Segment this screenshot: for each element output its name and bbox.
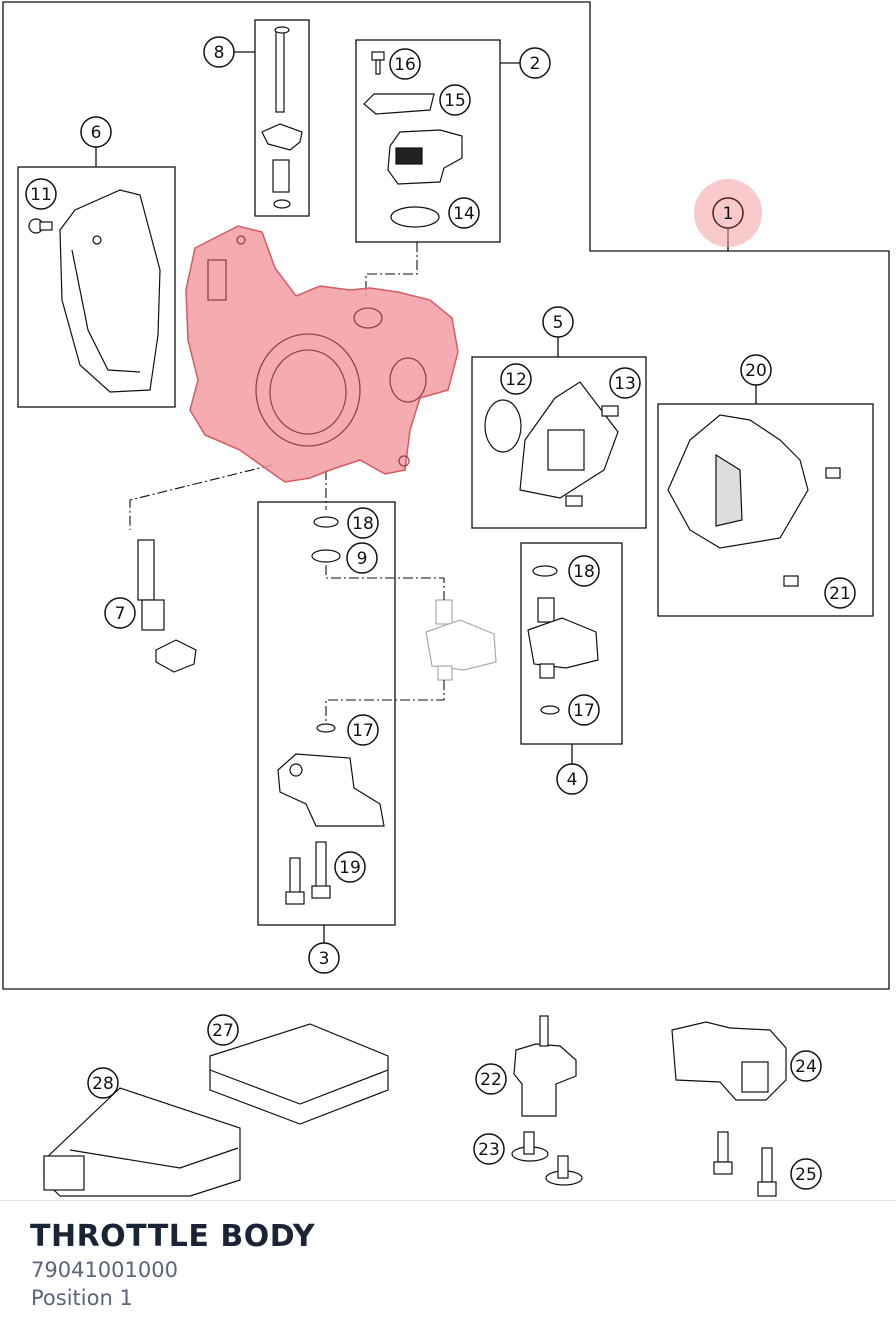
group-box-5 [471,356,647,529]
svg-text:18: 18 [352,514,374,534]
callout-27: 27 [207,1014,239,1046]
connector-24 [671,1021,787,1101]
callout-15: 15 [439,84,471,116]
callout-2: 2 [519,47,551,79]
callout-20: 20 [740,354,772,386]
callout-17-a: 17 [347,714,379,746]
callout-24: 24 [790,1050,822,1082]
svg-text:24: 24 [795,1057,817,1077]
svg-text:17: 17 [352,721,374,741]
svg-text:16: 16 [394,55,416,75]
callout-7: 7 [104,597,136,629]
ecu-27 [209,1023,389,1125]
svg-text:6: 6 [91,123,102,143]
callout-18-b: 18 [568,555,600,587]
svg-text:11: 11 [30,185,52,205]
callout-23: 23 [473,1133,505,1165]
svg-text:1: 1 [723,204,734,224]
callout-22: 22 [475,1063,507,1095]
svg-text:21: 21 [829,584,851,604]
svg-text:12: 12 [505,370,527,390]
svg-text:19: 19 [339,858,361,878]
svg-text:22: 22 [480,1070,502,1090]
assembly-outline [2,1,890,990]
callout-13: 13 [609,367,641,399]
svg-text:18: 18 [573,562,595,582]
part-number: 79041001000 [31,1258,178,1282]
callout-25: 25 [790,1158,822,1190]
callout-3: 3 [308,942,340,974]
svg-text:5: 5 [553,313,564,333]
callout-1: 1 [712,197,744,229]
svg-text:9: 9 [357,549,368,569]
callout-28: 28 [87,1067,119,1099]
callout-16: 16 [389,48,421,80]
svg-text:14: 14 [453,204,475,224]
callout-6: 6 [80,116,112,148]
callout-9: 9 [346,542,378,574]
svg-text:17: 17 [573,701,595,721]
callout-18-a: 18 [347,507,379,539]
part-info-footer: THROTTLE BODY 79041001000 Position 1 [0,1200,896,1336]
part-title: THROTTLE BODY [30,1219,316,1254]
exploded-parts-diagram: 1 2 3 4 5 6 7 8 9 11 12 13 14 15 16 17 1… [2,1,890,1197]
callout-19: 19 [334,851,366,883]
svg-text:28: 28 [92,1074,114,1094]
callout-4: 4 [556,763,588,795]
svg-text:2: 2 [530,54,541,74]
group-box-8 [254,19,310,217]
callout-17-b: 17 [568,694,600,726]
svg-text:3: 3 [319,949,330,969]
group-box-2 [355,39,501,243]
callout-11: 11 [25,178,57,210]
callout-8: 8 [203,36,235,68]
svg-text:25: 25 [795,1165,817,1185]
svg-text:27: 27 [212,1021,234,1041]
callout-12: 12 [500,363,532,395]
callout-5: 5 [542,306,574,338]
svg-text:7: 7 [115,604,126,624]
svg-text:13: 13 [614,374,636,394]
part-position: Position 1 [31,1286,133,1310]
svg-text:15: 15 [444,91,466,111]
svg-text:8: 8 [214,43,225,63]
callout-14: 14 [448,197,480,229]
sensor-22 [513,1043,577,1117]
group-box-20 [657,403,874,617]
svg-text:4: 4 [567,770,578,790]
svg-text:23: 23 [478,1140,500,1160]
svg-text:20: 20 [745,361,767,381]
callout-21: 21 [824,577,856,609]
throttle-body-highlight [185,225,459,483]
